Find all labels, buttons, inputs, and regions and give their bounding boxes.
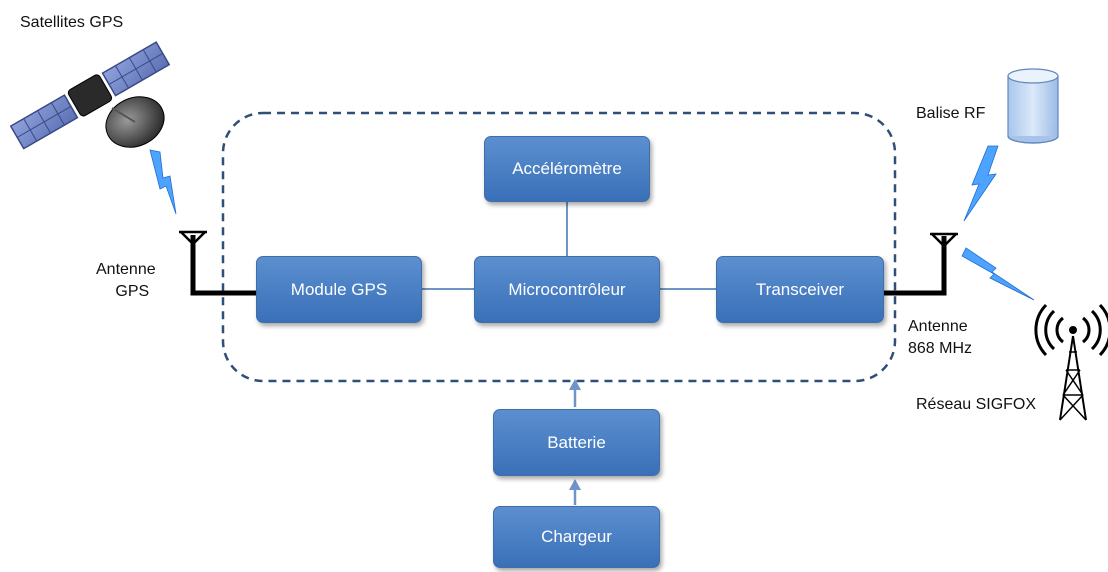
block-accelerometer-label: Accéléromètre (512, 159, 622, 178)
lightning-icon (963, 145, 999, 222)
block-microcontroller-label: Microcontrôleur (508, 279, 626, 299)
label-rf-antenna-line1: Antenne (908, 318, 968, 335)
label-satellites: Satellites GPS (20, 14, 124, 31)
label-rf-antenna-line2: 868 MHz (908, 340, 973, 357)
block-accelerometer: Accéléromètre (484, 136, 650, 202)
label-rf-antenna: Antenne 868 MHz (908, 316, 972, 360)
satellite-icon (9, 41, 171, 150)
internal-connectors (420, 202, 716, 290)
radio-tower-icon (1034, 303, 1108, 421)
antenna-icon (179, 230, 256, 296)
block-transceiver-label: Transceiver (755, 279, 845, 299)
label-gps-antenna-line2: GPS (115, 283, 150, 300)
block-transceiver: Transceiver (716, 256, 884, 323)
system-boundary (221, 111, 897, 383)
beacon-cylinder-icon (1007, 68, 1059, 144)
label-gps-antenna: Antenne GPS (96, 259, 156, 303)
block-charger: Chargeur (493, 506, 660, 568)
antenna-icon (884, 232, 958, 296)
lightning-icon (149, 149, 177, 215)
label-sigfox: Réseau SIGFOX (916, 396, 1037, 413)
block-battery-label: Batterie (547, 432, 606, 452)
block-gps-module-label: Module GPS (290, 279, 388, 299)
power-arrows (569, 379, 581, 505)
block-microcontroller: Microcontrôleur (474, 256, 660, 323)
block-gps-module: Module GPS (256, 256, 422, 323)
label-gps-antenna-line1: Antenne (96, 261, 156, 278)
label-rf-beacon: Balise RF (916, 105, 986, 122)
lightning-icon (961, 247, 1035, 301)
block-charger-label: Chargeur (541, 527, 612, 546)
block-battery: Batterie (493, 409, 660, 476)
